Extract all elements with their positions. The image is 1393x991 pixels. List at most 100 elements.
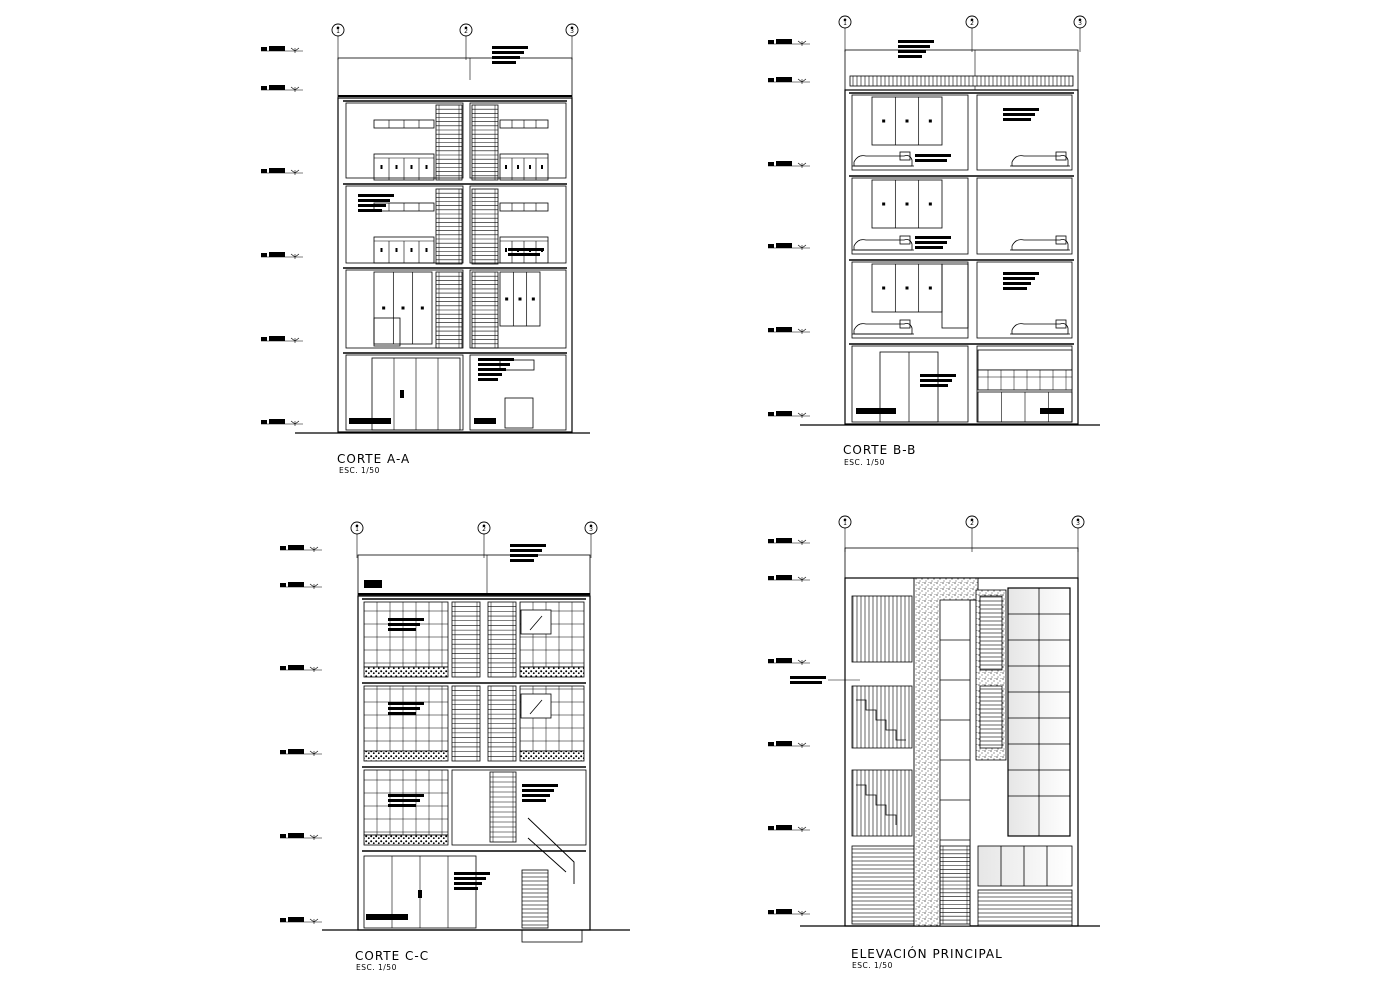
annotation-note bbox=[388, 712, 416, 715]
wardrobe-knob bbox=[905, 286, 909, 290]
level-marker bbox=[261, 169, 267, 173]
vanity bbox=[504, 397, 534, 429]
level-tag bbox=[776, 161, 792, 166]
drawing-title-corte-aa: CORTE A-A bbox=[337, 452, 411, 466]
pillow bbox=[899, 151, 911, 161]
axis-dot bbox=[1076, 518, 1080, 522]
mirror-glare bbox=[529, 699, 543, 715]
level-arrow bbox=[309, 583, 319, 588]
wardrobe-knob bbox=[928, 119, 932, 123]
level-arrow bbox=[797, 576, 807, 581]
annotation-note bbox=[478, 373, 502, 376]
tiled-wall bbox=[363, 769, 449, 836]
level-arrow bbox=[797, 78, 807, 83]
shopfront-glass bbox=[977, 845, 1073, 887]
room-left bbox=[345, 102, 464, 179]
annotation-note bbox=[522, 794, 550, 797]
annotation-note bbox=[388, 794, 424, 797]
level-tag bbox=[776, 39, 792, 44]
drawing-scale-elevacion-principal: ESC. 1/50 bbox=[852, 961, 893, 970]
annotation-note bbox=[358, 194, 394, 197]
roof-finish bbox=[849, 75, 1074, 87]
room-label bbox=[366, 914, 408, 920]
annotation-roof bbox=[510, 549, 542, 552]
drawing-scale-corte-cc: ESC. 1/50 bbox=[356, 963, 397, 972]
level-tag bbox=[288, 833, 304, 838]
level-arrow bbox=[797, 40, 807, 45]
drawer-unit bbox=[373, 317, 401, 347]
axis-label: 3 bbox=[589, 526, 593, 533]
annotation-note bbox=[358, 199, 390, 202]
level-marker bbox=[280, 918, 286, 922]
annotation-note bbox=[388, 628, 416, 631]
wardrobe bbox=[871, 96, 943, 146]
annotation-note bbox=[454, 887, 478, 890]
level-tag bbox=[269, 85, 285, 90]
level-arrow bbox=[309, 546, 319, 551]
level-tag bbox=[288, 545, 304, 550]
level-tag bbox=[776, 909, 792, 914]
room-left bbox=[851, 177, 969, 255]
axis-dot bbox=[589, 524, 593, 528]
axis-label: 3 bbox=[570, 28, 574, 35]
room-left bbox=[345, 269, 464, 349]
level-tag bbox=[269, 46, 285, 51]
level-marker bbox=[280, 750, 286, 754]
annotation-note bbox=[790, 676, 826, 679]
level-marker bbox=[261, 86, 267, 90]
cabinet-handle bbox=[517, 165, 519, 169]
annotation-roof bbox=[492, 61, 516, 64]
cabinet-handle bbox=[425, 165, 428, 169]
room-right bbox=[469, 102, 567, 179]
door-handle bbox=[400, 390, 404, 398]
axis-label: 3 bbox=[1078, 20, 1082, 27]
annotation-note bbox=[388, 618, 424, 621]
backsplash-tile bbox=[977, 369, 1073, 391]
cabinet-handle bbox=[395, 165, 398, 169]
cabinet-handle bbox=[380, 165, 383, 169]
mirror-glare bbox=[529, 615, 543, 631]
axis-dot bbox=[464, 26, 468, 30]
mirror bbox=[520, 609, 552, 635]
room-left bbox=[851, 94, 969, 171]
level-tag bbox=[776, 658, 792, 663]
louver-window bbox=[979, 595, 1003, 671]
floor-finish bbox=[363, 666, 449, 678]
level-tag bbox=[776, 575, 792, 580]
room-right bbox=[469, 269, 567, 349]
level-arrow bbox=[797, 659, 807, 664]
annotation-roof bbox=[510, 559, 534, 562]
axis-dot bbox=[843, 18, 847, 22]
level-marker bbox=[280, 583, 286, 587]
louver-panel bbox=[851, 685, 913, 749]
axis-dot bbox=[970, 518, 974, 522]
level-tag bbox=[776, 327, 792, 332]
level-arrow bbox=[797, 742, 807, 747]
level-tag bbox=[288, 665, 304, 670]
wardrobe-knob bbox=[928, 286, 932, 290]
level-arrow bbox=[290, 86, 300, 91]
wardrobe bbox=[871, 179, 943, 229]
room-right bbox=[976, 177, 1073, 255]
cabinet-handle bbox=[541, 165, 543, 169]
wardrobe-knob bbox=[882, 202, 886, 206]
level-arrow bbox=[309, 834, 319, 839]
louver-window bbox=[979, 685, 1003, 749]
tiled-wall bbox=[363, 601, 449, 668]
axis-label: 2 bbox=[464, 28, 468, 35]
wardrobe-knob bbox=[882, 119, 886, 123]
level-marker bbox=[280, 834, 286, 838]
axis-label: 2 bbox=[970, 20, 974, 27]
stair-railing bbox=[527, 837, 567, 873]
room-label bbox=[1040, 408, 1064, 414]
level-marker bbox=[261, 420, 267, 424]
annotation-note bbox=[364, 580, 382, 588]
room-right bbox=[469, 354, 567, 431]
level-tag bbox=[269, 168, 285, 173]
level-tag bbox=[776, 77, 792, 82]
cabinet-handle bbox=[529, 165, 531, 169]
level-arrow bbox=[290, 169, 300, 174]
